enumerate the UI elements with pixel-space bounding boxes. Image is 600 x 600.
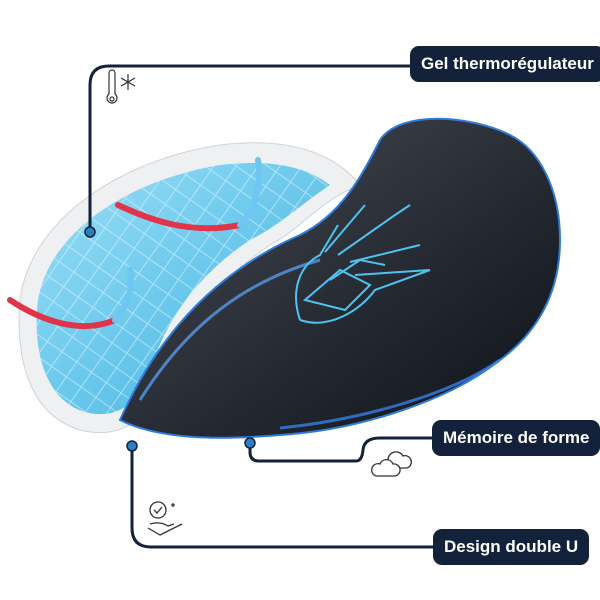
hand-print-graphic [295, 204, 431, 324]
gel-thermoregulateur-label: Gel thermorégulateur [410, 46, 600, 82]
callout-dot [126, 440, 138, 452]
cushion-memory-foam-side [118, 117, 562, 439]
hand-check-icon [147, 501, 183, 536]
clouds-icon [371, 451, 412, 477]
memoire-de-forme-label: Mémoire de forme [432, 420, 600, 456]
design-double-u-label: Design double U [433, 529, 590, 565]
cushion-gel-side [18, 142, 361, 434]
callout-dot [244, 437, 256, 449]
callout-dot [84, 226, 96, 238]
callout-connectors [88, 64, 435, 549]
thermometer-snowflake-icon [106, 69, 136, 104]
airflow-arrows [7, 157, 263, 330]
